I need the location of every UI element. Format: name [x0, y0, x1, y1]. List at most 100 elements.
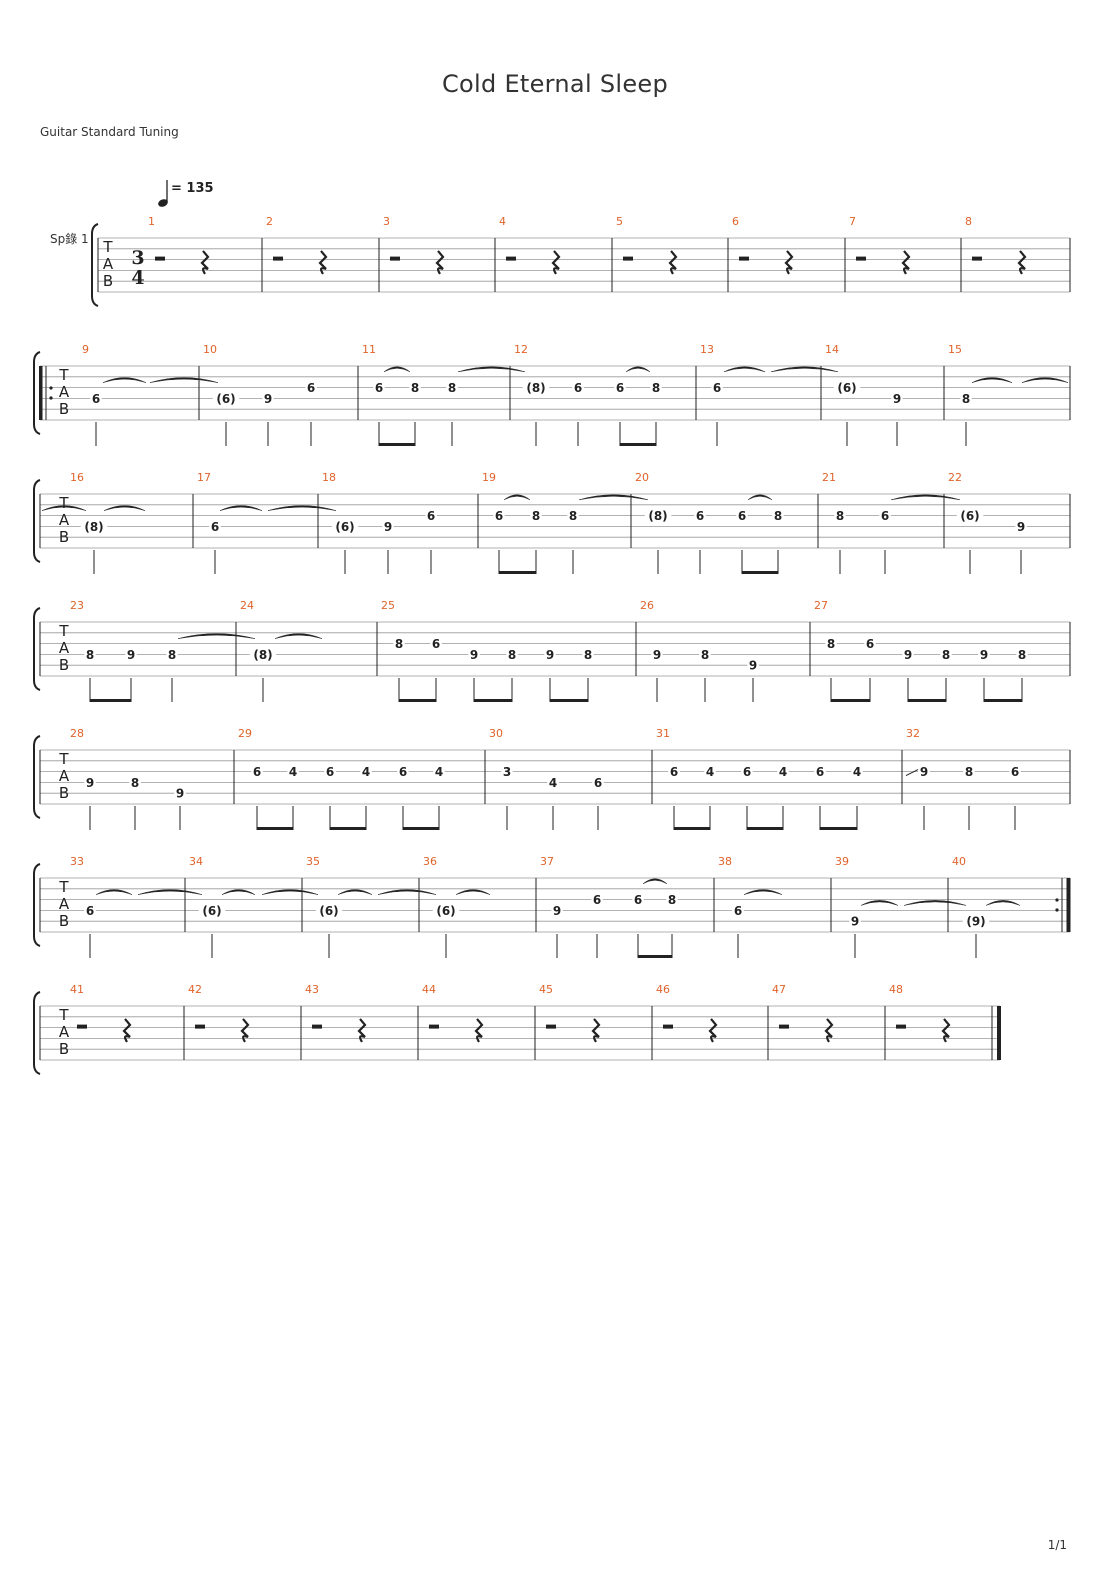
measure-number: 1: [148, 215, 155, 228]
fret-bg: [430, 637, 442, 650]
fret-number: 6: [307, 381, 315, 395]
repeat-start-thick: [39, 366, 43, 420]
tie-arc: [383, 366, 411, 373]
tab-clef-letter: B: [59, 784, 69, 802]
fret-number: 6: [574, 381, 582, 395]
fret-number: 9: [264, 392, 272, 406]
fret-number: 6: [495, 509, 503, 523]
fret-number: (6): [436, 904, 455, 918]
half-rest-2: [273, 256, 283, 261]
fret-bg: [397, 765, 409, 778]
fret-number: (8): [526, 381, 545, 395]
fret-number: 6: [427, 509, 435, 523]
fret-number: 6: [594, 776, 602, 790]
measure-number: 47: [772, 983, 786, 996]
fret-number: 9: [749, 659, 757, 673]
fret-bg: [1009, 765, 1021, 778]
measure-number: 5: [616, 215, 623, 228]
half-rest-41: [77, 1024, 87, 1029]
tie-arc: [103, 505, 146, 511]
time-signature-bottom: 4: [131, 267, 144, 289]
repeat-dot: [1055, 898, 1059, 902]
tie-arc: [149, 377, 219, 383]
half-rest-8: [972, 256, 982, 261]
fret-number: 9: [127, 648, 135, 662]
fret-number: (6): [216, 392, 235, 406]
tie-arc: [743, 889, 783, 895]
fret-bg: [409, 381, 421, 394]
fret-number: 9: [86, 776, 94, 790]
tie-arc: [274, 633, 323, 639]
measure-number: 40: [952, 855, 966, 868]
fret-number: 8: [508, 648, 516, 662]
fret-bg: [736, 509, 748, 522]
fret-bg: [249, 648, 277, 661]
fret-number: 6: [86, 904, 94, 918]
fret-number: 8: [411, 381, 419, 395]
half-rest-3: [390, 256, 400, 261]
tie-arc: [903, 900, 967, 906]
fret-number: 8: [532, 509, 540, 523]
tab-clef-letter: B: [59, 656, 69, 674]
fret-bg: [747, 659, 759, 672]
tie-arc: [137, 889, 203, 895]
fret-number: 9: [384, 520, 392, 534]
half-rest-6: [739, 256, 749, 261]
fret-bg: [960, 392, 972, 405]
measure-number: 24: [240, 599, 254, 612]
fret-bg: [614, 381, 626, 394]
fret-bg: [572, 381, 584, 394]
tie-arc: [267, 505, 337, 511]
measure-number: 11: [362, 343, 376, 356]
measure-number: 2: [266, 215, 273, 228]
fret-bg: [166, 648, 178, 661]
fret-number: 8: [86, 648, 94, 662]
fret-bg: [567, 509, 579, 522]
fret-number: 6: [816, 765, 824, 779]
fret-number: 6: [375, 381, 383, 395]
fret-bg: [360, 765, 372, 778]
fret-bg: [324, 765, 336, 778]
half-rest-1: [155, 256, 165, 261]
repeat-dot: [1055, 908, 1059, 912]
fret-number: 8: [131, 776, 139, 790]
fret-bg: [125, 648, 137, 661]
fret-bg: [506, 648, 518, 661]
fret-bg: [978, 648, 990, 661]
fret-bg: [879, 509, 891, 522]
measure-number: 9: [82, 343, 89, 356]
fret-bg: [591, 893, 603, 906]
quarter-rest-47: [824, 1018, 834, 1043]
tie-arc: [642, 878, 668, 885]
note-beam: [330, 827, 366, 830]
fret-number: 9: [893, 392, 901, 406]
fret-number: (6): [202, 904, 221, 918]
fret-number: 8: [448, 381, 456, 395]
fret-bg: [251, 765, 263, 778]
fret-number: (6): [960, 509, 979, 523]
tie-arc: [261, 889, 319, 895]
fret-bg: [84, 776, 96, 789]
quarter-note-icon: [158, 180, 168, 207]
note-beam: [638, 955, 672, 958]
fret-number: (9): [966, 915, 985, 929]
fret-number: 6: [616, 381, 624, 395]
tie-arc: [985, 900, 1021, 906]
quarter-rest-4: [551, 250, 561, 275]
note-beam: [831, 699, 870, 702]
tie-arc: [1021, 377, 1069, 383]
measure-number: 28: [70, 727, 84, 740]
measure-number: 39: [835, 855, 849, 868]
fret-bg: [129, 776, 141, 789]
measure-number: 10: [203, 343, 217, 356]
measure-number: 42: [188, 983, 202, 996]
note-beam: [474, 699, 512, 702]
fret-bg: [331, 520, 359, 533]
tab-clef-letter: T: [58, 622, 69, 640]
fret-bg: [666, 893, 678, 906]
fret-bg: [732, 904, 744, 917]
tie-arc: [102, 377, 147, 383]
fret-bg: [544, 648, 556, 661]
fret-number: 8: [836, 509, 844, 523]
fret-number: 8: [774, 509, 782, 523]
